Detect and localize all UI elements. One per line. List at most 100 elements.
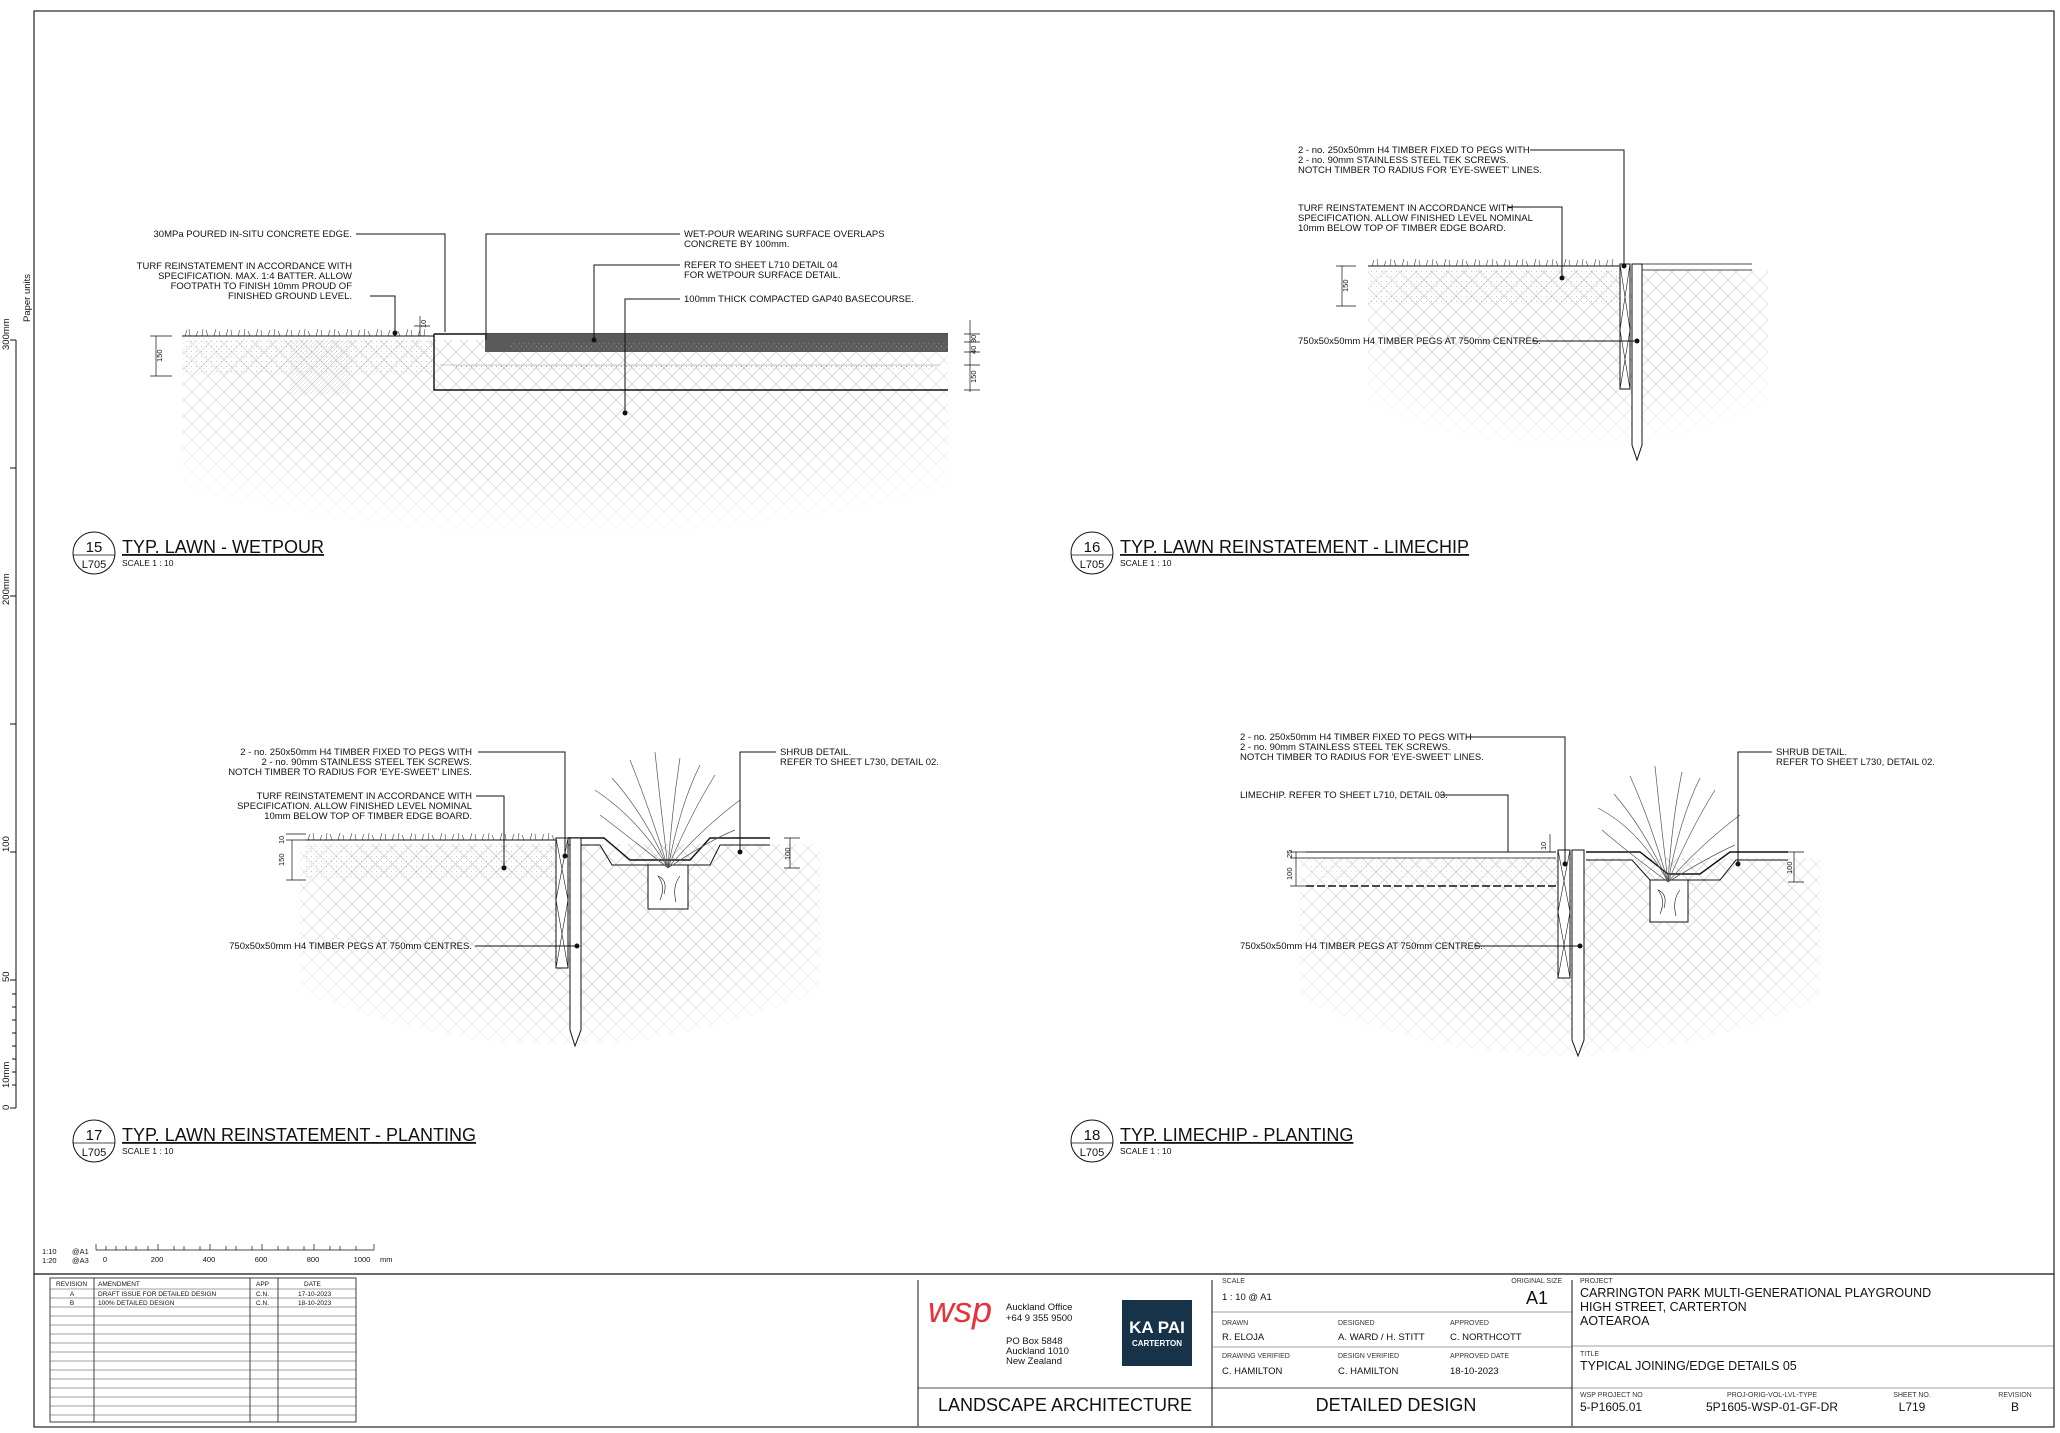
d17-note-2: NOTCH TIMBER TO RADIUS FOR 'EYE-SWEET' L…	[228, 767, 472, 778]
rev-a-date: 17-10-2023	[298, 1291, 332, 1298]
tb-scale: 1 : 10 @ A1	[1222, 1292, 1272, 1303]
tb-desv: C. HAMILTON	[1338, 1366, 1398, 1377]
office-name: Auckland Office	[1006, 1302, 1072, 1313]
d18-note-1: 2 - no. 90mm STAINLESS STEEL TEK SCREWS.	[1240, 742, 1450, 753]
scale-tick-600: 600	[255, 1255, 268, 1264]
d15-dim-3: 40	[969, 346, 978, 354]
d16-note-6: 750x50x50mm H4 TIMBER PEGS AT 750mm CENT…	[1298, 336, 1541, 347]
d16-scale: SCALE 1 : 10	[1120, 558, 1172, 568]
d17-note-0: 2 - no. 250x50mm H4 TIMBER FIXED TO PEGS…	[240, 747, 472, 758]
d18-dim-2: 10	[1539, 842, 1548, 850]
d15-dim-1: 10	[419, 320, 428, 328]
d16-dim-0: 150	[1341, 279, 1350, 292]
d16-title: TYP. LAWN REINSTATEMENT - LIMECHIP	[1120, 537, 1469, 557]
d18-title: TYP. LIMECHIP - PLANTING	[1120, 1125, 1353, 1145]
office-address-2: Auckland 1010	[1006, 1346, 1069, 1357]
discipline: LANDSCAPE ARCHITECTURE	[938, 1395, 1192, 1415]
rev-b-code: B	[70, 1300, 74, 1307]
d16-note-4: SPECIFICATION. ALLOW FINISHED LEVEL NOMI…	[1298, 213, 1533, 224]
d18-scale: SCALE 1 : 10	[1120, 1146, 1172, 1156]
detail-17-label: 17 L705 TYP. LAWN REINSTATEMENT - PLANTI…	[72, 1119, 476, 1163]
d15-note-1: TURF REINSTATEMENT IN ACCORDANCE WITH	[137, 261, 352, 272]
project-block: PROJECT CARRINGTON PARK MULTI-GENERATION…	[1572, 1278, 2054, 1414]
tb-sheetno: L719	[1899, 1400, 1926, 1414]
d15-note-0: 30MPa POURED IN-SITU CONCRETE EDGE.	[154, 229, 352, 240]
d15-scale: SCALE 1 : 10	[122, 558, 174, 568]
d17-note-3: TURF REINSTATEMENT IN ACCORDANCE WITH	[257, 791, 472, 802]
detail-16-drawing	[1336, 149, 1768, 470]
tb-title-label: TITLE	[1580, 1351, 1599, 1358]
detail-16-notes: 2 - no. 250x50mm H4 TIMBER FIXED TO PEGS…	[1298, 145, 1542, 347]
tb-approved-label: APPROVED	[1450, 1320, 1489, 1327]
rev-a-app: C.N.	[256, 1291, 269, 1298]
d16-note-5: 10mm BELOW TOP OF TIMBER EDGE BOARD.	[1298, 223, 1506, 234]
client-logo: KA PAI CARTERTON	[1122, 1300, 1192, 1366]
tb-scale-label: SCALE	[1222, 1278, 1245, 1285]
tb-adate: 18-10-2023	[1450, 1366, 1499, 1377]
ruler-tick-200: 200mm	[1, 573, 12, 605]
d18-note-2: NOTCH TIMBER TO RADIUS FOR 'EYE-SWEET' L…	[1240, 752, 1484, 763]
tb-designed-label: DESIGNED	[1338, 1320, 1375, 1327]
d18-dim-1: 100	[1285, 867, 1294, 880]
ruler-tick-50: 50	[1, 971, 12, 982]
tb-project-line3: AOTEAROA	[1580, 1314, 1650, 1328]
d18-sheet: L705	[1080, 1147, 1104, 1159]
detail-16-label: 16 L705 TYP. LAWN REINSTATEMENT - LIMECH…	[1070, 531, 1469, 575]
scale-bar-label-4: @A3	[72, 1256, 89, 1265]
tb-dv-label: DRAWING VERIFIED	[1222, 1353, 1290, 1360]
ruler-tick-100: 100	[1, 836, 12, 852]
d17-note-1: 2 - no. 90mm STAINLESS STEEL TEK SCREWS.	[262, 757, 472, 768]
d15-sheet: L705	[82, 559, 106, 571]
rev-a-code: A	[70, 1291, 75, 1298]
office-block: wsp Auckland Office +64 9 355 9500 PO Bo…	[917, 1280, 1573, 1426]
scale-unit: mm	[380, 1255, 393, 1264]
ruler-tick-300: 300mm	[1, 318, 12, 350]
d18-note-4: 750x50x50mm H4 TIMBER PEGS AT 750mm CENT…	[1240, 941, 1483, 952]
detail-17-notes: 2 - no. 250x50mm H4 TIMBER FIXED TO PEGS…	[228, 747, 939, 952]
d15-dim-4: 150	[969, 370, 978, 383]
d18-dim-3: 100	[1785, 861, 1794, 874]
tb-drawn: R. ELOJA	[1222, 1332, 1265, 1343]
tb-project-label: PROJECT	[1580, 1278, 1613, 1285]
d15-note-5: WET-POUR WEARING SURFACE OVERLAPS	[684, 229, 885, 240]
d15-note-9: 100mm THICK COMPACTED GAP40 BASECOURSE.	[684, 294, 914, 305]
rev-header-app: APP	[256, 1281, 269, 1288]
d17-title: TYP. LAWN REINSTATEMENT - PLANTING	[122, 1125, 476, 1145]
paper-ruler: Paper units 300mm 200mm 100 50 10mm 0	[1, 274, 33, 1110]
tb-sheetno-label: SHEET NO.	[1893, 1392, 1931, 1399]
d16-note-0: 2 - no. 250x50mm H4 TIMBER FIXED TO PEGS…	[1298, 145, 1530, 156]
wsp-logo: wsp	[928, 1289, 992, 1330]
d18-dim-0: 25	[1285, 850, 1294, 858]
rev-header-date: DATE	[304, 1281, 322, 1288]
sheet-border	[33, 10, 2055, 1428]
d15-number: 15	[86, 539, 103, 556]
tb-revision-label: REVISION	[1998, 1392, 2031, 1399]
d17-number: 17	[86, 1127, 103, 1144]
d17-dim-1: 150	[277, 853, 286, 866]
d17-note-7: SHRUB DETAIL.	[780, 747, 851, 758]
d16-number: 16	[1084, 539, 1101, 556]
scale-tick-1000: 1000	[354, 1255, 371, 1264]
tb-projno-label: WSP PROJECT NO	[1580, 1392, 1643, 1399]
d18-note-0: 2 - no. 250x50mm H4 TIMBER FIXED TO PEGS…	[1240, 732, 1472, 743]
d15-note-8: FOR WETPOUR SURFACE DETAIL.	[684, 270, 841, 281]
scale-bar: 1:10 @A1 1:20 @A3 0 200 400 600 800 1000…	[42, 1244, 393, 1265]
detail-15-label: 15 L705 TYP. LAWN - WETPOUR SCALE 1 : 10	[72, 531, 324, 575]
tb-code-label: PROJ-ORIG-VOL-LVL-TYPE	[1727, 1392, 1817, 1399]
tb-size-label: ORIGINAL SIZE	[1511, 1278, 1562, 1285]
d15-dim-0: 150	[155, 349, 164, 362]
tb-projno: 5-P1605.01	[1580, 1400, 1642, 1414]
rev-b-app: C.N.	[256, 1300, 269, 1307]
d18-number: 18	[1084, 1127, 1101, 1144]
rev-b-amendment: 100% DETAILED DESIGN	[98, 1300, 175, 1307]
d18-note-5: SHRUB DETAIL.	[1776, 747, 1847, 758]
d15-note-2: SPECIFICATION. MAX. 1:4 BATTER. ALLOW	[158, 271, 352, 282]
tb-dv: C. HAMILTON	[1222, 1366, 1282, 1377]
rev-header-revision: REVISION	[56, 1281, 87, 1288]
rev-a-amendment: DRAFT ISSUE FOR DETAILED DESIGN	[98, 1291, 217, 1298]
d16-note-2: NOTCH TIMBER TO RADIUS FOR 'EYE-SWEET' L…	[1298, 165, 1542, 176]
client-logo-line2: CARTERTON	[1132, 1339, 1182, 1348]
scale-tick-800: 800	[307, 1255, 320, 1264]
d17-sheet: L705	[82, 1147, 106, 1159]
ruler-tick-10: 10mm	[1, 1062, 12, 1088]
